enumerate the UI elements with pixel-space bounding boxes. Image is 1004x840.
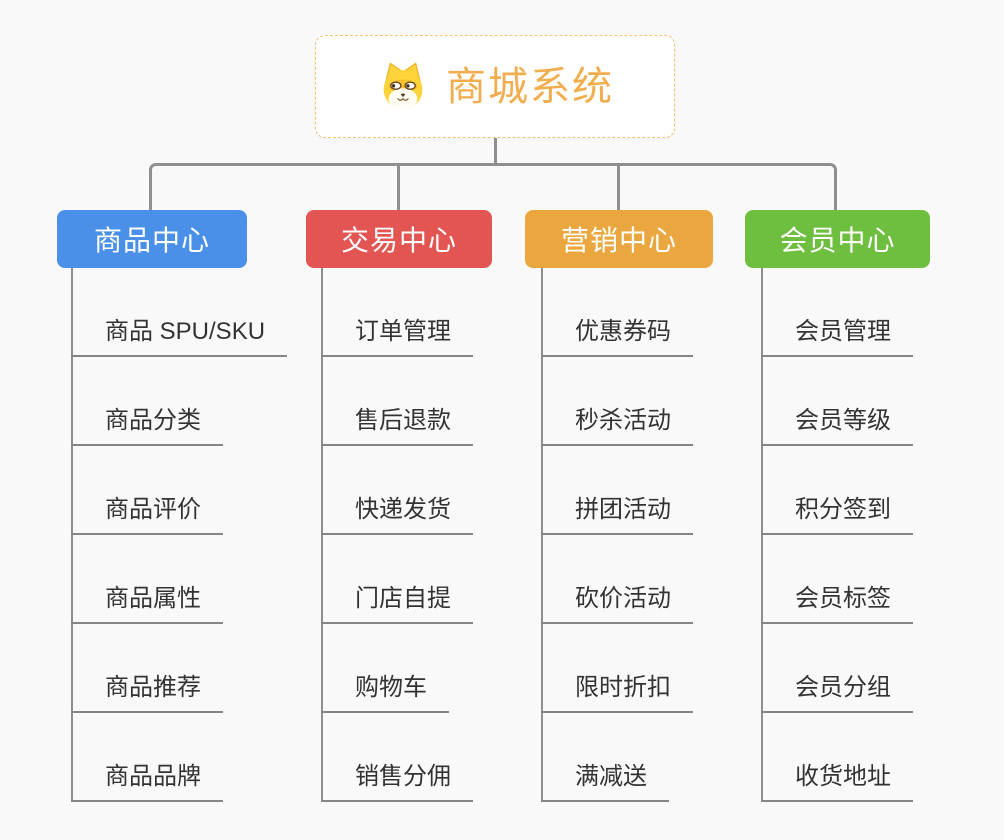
leaf-topic[interactable]: 限时折扣 — [541, 671, 693, 713]
leaf-topic[interactable]: 快递发货 — [321, 493, 473, 535]
leaf-topic[interactable]: 订单管理 — [321, 315, 473, 357]
leaf-topic[interactable]: 会员分组 — [761, 671, 913, 713]
leaf-topic[interactable]: 收货地址 — [761, 760, 913, 802]
leaf-topic[interactable]: 拼团活动 — [541, 493, 693, 535]
leaf-topic[interactable]: 商品品牌 — [71, 760, 223, 802]
branch-bus-connector — [149, 163, 837, 210]
branch-drop-line — [617, 166, 620, 210]
leaf-topic[interactable]: 会员标签 — [761, 582, 913, 624]
leaf-topic[interactable]: 购物车 — [321, 671, 449, 713]
leaf-topic[interactable]: 商品 SPU/SKU — [71, 315, 288, 357]
leaf-topic[interactable]: 售后退款 — [321, 404, 473, 446]
leaf-topic[interactable]: 商品分类 — [71, 404, 223, 446]
leaf-topic[interactable]: 秒杀活动 — [541, 404, 693, 446]
root-node[interactable]: 商城系统 — [315, 35, 675, 138]
leaf-topic[interactable]: 砍价活动 — [541, 582, 693, 624]
branch-node-trade[interactable]: 交易中心 — [306, 210, 492, 268]
leaf-topic[interactable]: 优惠券码 — [541, 315, 693, 357]
leaf-topic[interactable]: 商品属性 — [71, 582, 223, 624]
leaf-topic[interactable]: 积分签到 — [761, 493, 913, 535]
root-title: 商城系统 — [446, 64, 614, 109]
leaf-topic[interactable]: 会员管理 — [761, 315, 913, 357]
leaf-topic[interactable]: 商品推荐 — [71, 671, 223, 713]
branch-node-members[interactable]: 会员中心 — [745, 210, 930, 268]
leaf-topic[interactable]: 门店自提 — [321, 582, 473, 624]
leaf-topic[interactable]: 会员等级 — [761, 404, 913, 446]
branch-node-products[interactable]: 商品中心 — [57, 210, 247, 268]
branch-node-marketing[interactable]: 营销中心 — [525, 210, 713, 268]
leaf-topic[interactable]: 销售分佣 — [321, 760, 473, 802]
leaf-topic[interactable]: 满减送 — [541, 760, 669, 802]
leaf-topic[interactable]: 商品评价 — [71, 493, 223, 535]
root-connector-line — [494, 138, 497, 165]
dog-face-icon — [383, 61, 423, 109]
branch-drop-line — [397, 166, 400, 210]
